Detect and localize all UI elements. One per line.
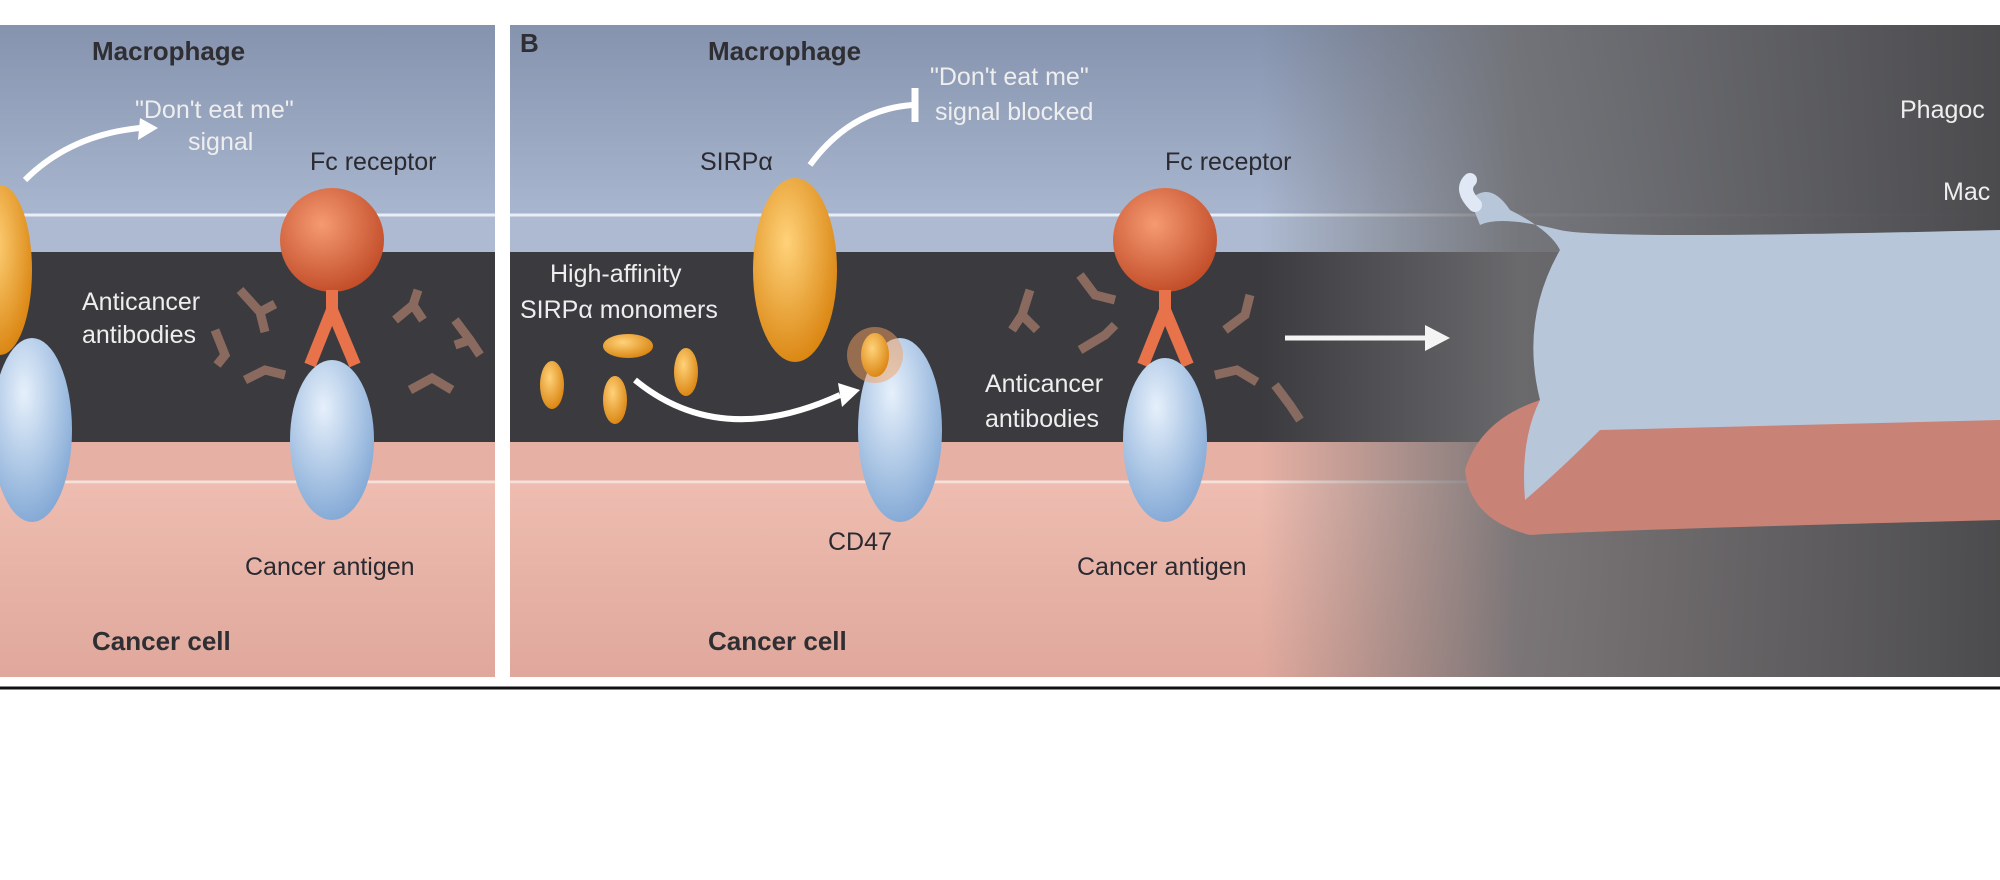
cd47-protein (0, 338, 72, 522)
antibodies-label-line2: antibodies (82, 321, 196, 349)
monomers-label-line2: SIRPα monomers (520, 296, 718, 324)
antibodies-label-line1: Anticancer (82, 288, 200, 316)
macrophage-partial-label: Mac (1943, 178, 1990, 206)
blocked-signal-arrow (807, 102, 913, 167)
cancer-antigen-protein (290, 360, 374, 520)
sirpa-label: SIRPα (700, 148, 773, 176)
bound-monomer (861, 333, 889, 377)
binding-arrow (633, 377, 842, 423)
bound-antibody (304, 290, 361, 368)
free-antibodies (210, 286, 484, 394)
cancer-cell-label: Cancer cell (92, 626, 231, 656)
fc-receptor (1113, 188, 1217, 292)
sirpa-receptor (0, 185, 32, 355)
panel-b-label: B (520, 28, 539, 58)
macrophage-label: Macrophage (708, 36, 861, 66)
signal-label-line1: "Don't eat me" (135, 96, 294, 124)
signal-label-line1: "Don't eat me" (930, 63, 1089, 91)
cancer-cell-label: Cancer cell (708, 626, 847, 656)
cancer-antigen-label: Cancer antigen (245, 553, 415, 581)
sirpa-monomers (540, 334, 698, 424)
cd47-protein (858, 338, 942, 522)
bound-antibody (1137, 290, 1194, 368)
phagocytosis-label: Phagoc (1900, 96, 1985, 124)
cancer-antigen-label: Cancer antigen (1077, 553, 1247, 581)
signal-label-line2: signal (188, 128, 253, 156)
fc-receptor-label: Fc receptor (310, 148, 436, 176)
signal-arrow (22, 125, 141, 183)
fc-receptor (280, 188, 384, 292)
panel-a: Macrophage "Don't eat me" signal Fc rece… (0, 25, 495, 677)
cancer-antigen-protein (1123, 358, 1207, 522)
engulfing-macrophage (1459, 173, 2000, 535)
macrophage-label: Macrophage (92, 36, 245, 66)
signal-label-line2: signal blocked (935, 98, 1093, 126)
antibodies-label-line1: Anticancer (985, 370, 1103, 398)
antibodies-label-line2: antibodies (985, 405, 1099, 433)
panel-b: B Macrophage "Don't eat me" signal block… (510, 25, 2000, 677)
sirpa-receptor (753, 178, 837, 362)
monomers-label-line1: High-affinity (550, 260, 682, 288)
cd47-label: CD47 (828, 528, 892, 556)
fc-receptor-label: Fc receptor (1165, 148, 1291, 176)
